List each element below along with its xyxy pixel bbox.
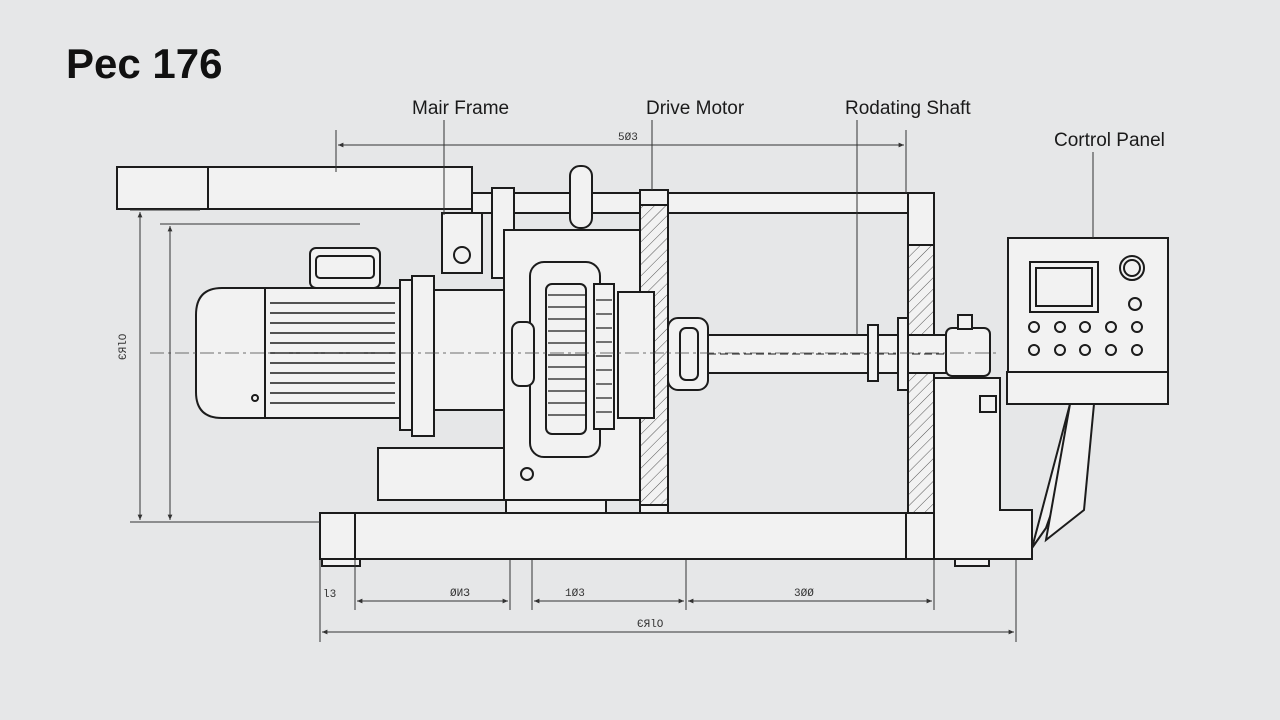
dimension-lines <box>130 130 1017 642</box>
label-control-panel: Cortrol Panel <box>1054 130 1165 151</box>
dim-bottom-left-edge: l3 <box>323 589 337 601</box>
dim-bottom-seg-2: 1Ø3 <box>565 588 585 600</box>
label-main-frame: Mair Frame <box>412 98 510 119</box>
dim-bottom-total: ЄЯlO <box>637 619 664 631</box>
bearing-support <box>933 377 1033 560</box>
label-rotating-shaft: Rodating Shaft <box>845 98 971 119</box>
label-drive-motor: Drive Motor <box>646 98 745 119</box>
gearbox <box>377 165 655 514</box>
page-title: Pec 176 <box>66 40 223 87</box>
machine-base <box>319 512 1033 567</box>
dim-bottom-seg-3: 3ØØ <box>794 588 814 600</box>
dim-left-vertical: ЄЯlO <box>118 333 130 360</box>
dim-top-span: 5Ø3 <box>618 132 638 144</box>
control-panel <box>1006 237 1169 549</box>
dim-bottom-seg-1: ØИЗ <box>450 588 470 600</box>
drive-motor <box>195 247 401 419</box>
control-panel-buttons <box>1028 297 1143 356</box>
label-leaders <box>443 120 1094 335</box>
